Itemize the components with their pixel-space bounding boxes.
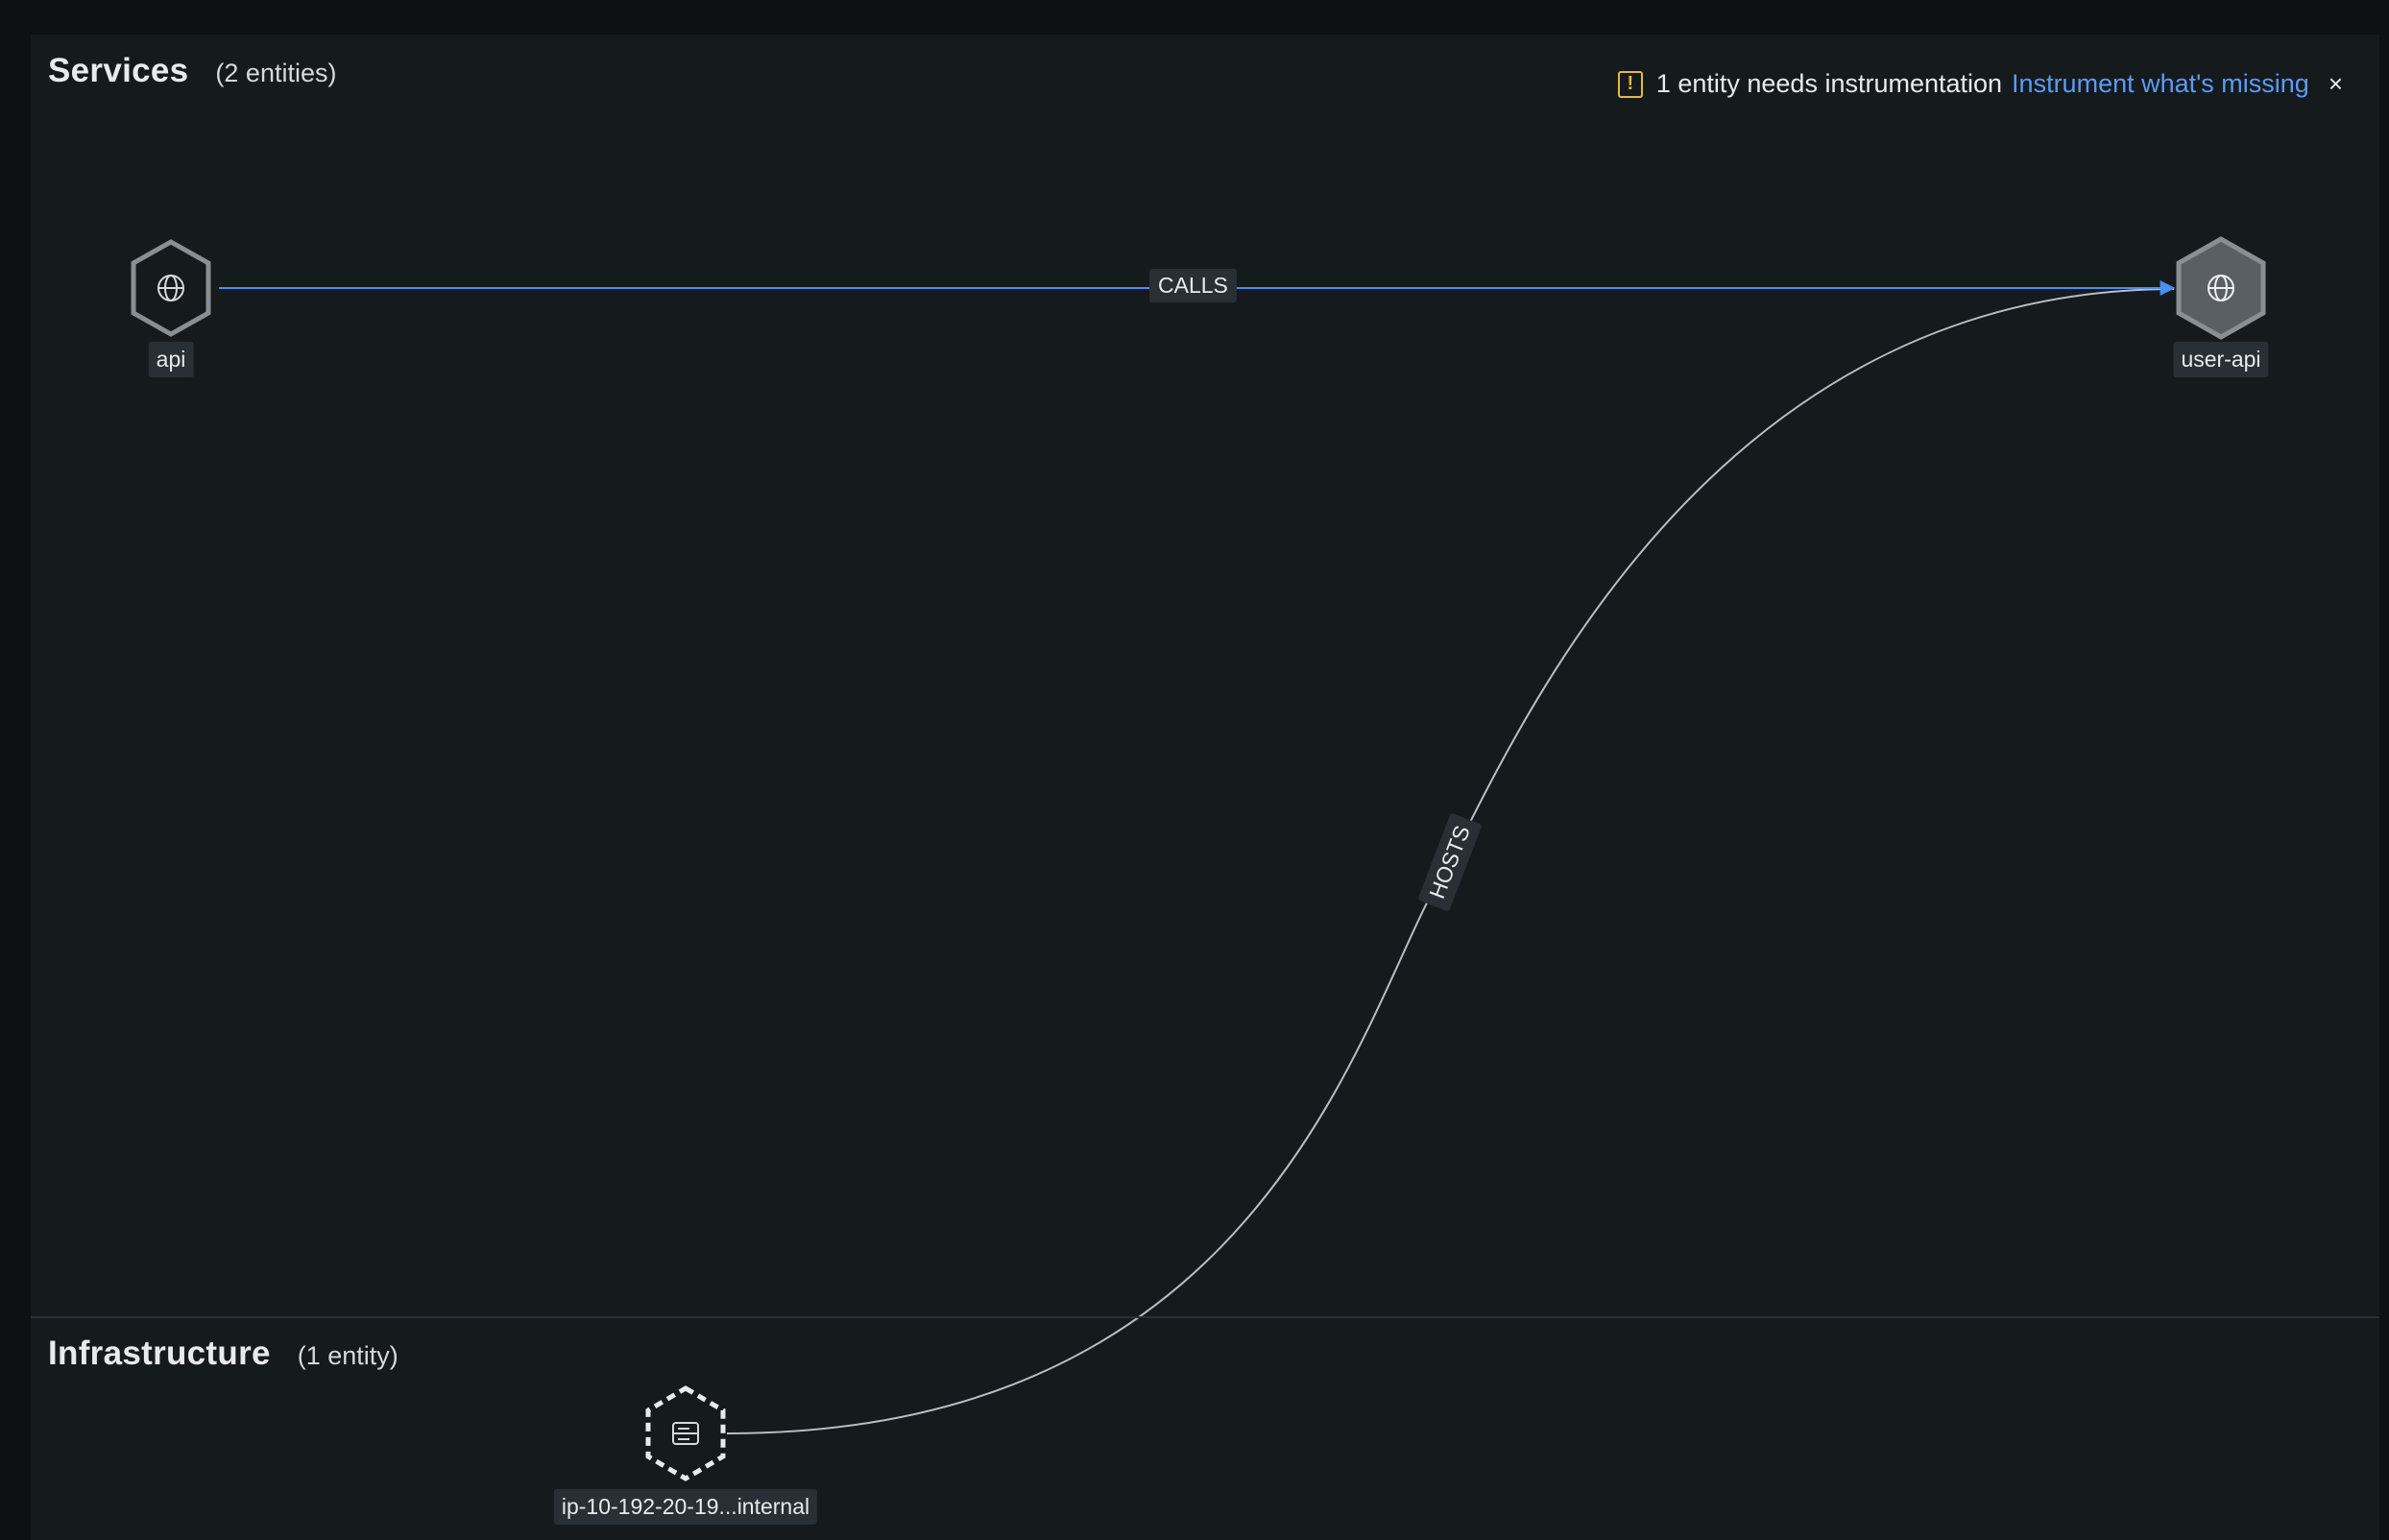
node-user-api[interactable] — [2176, 236, 2266, 340]
banner-text: 1 entity needs instrumentation — [1655, 69, 2003, 98]
node-label-api[interactable]: api — [148, 342, 194, 377]
services-title: Services — [48, 52, 189, 89]
warning-icon: ! — [1617, 70, 1643, 98]
node-api[interactable] — [131, 239, 211, 337]
calls-edge-label[interactable]: CALLS — [1149, 269, 1237, 302]
infrastructure-title: Infrastructure — [48, 1335, 271, 1372]
node-label-host[interactable]: ip-10-192-20-19...internal — [553, 1489, 818, 1525]
server-icon — [672, 1422, 699, 1445]
instrument-missing-link[interactable]: Instrument what's missing — [2012, 69, 2309, 98]
infrastructure-count: (1 entity) — [297, 1341, 398, 1370]
services-count: (2 entities) — [215, 59, 337, 87]
section-divider — [31, 1316, 2379, 1318]
infrastructure-section-header: Infrastructure (1 entity) — [48, 1335, 398, 1373]
services-section-header: Services (2 entities) — [48, 52, 336, 90]
graph-layer — [131, 236, 2266, 1481]
close-banner-button[interactable]: × — [2328, 69, 2343, 98]
globe-icon — [157, 275, 184, 301]
instrumentation-banner: ! 1 entity needs instrumentation Instrum… — [1617, 69, 2343, 99]
entity-map-canvas[interactable]: Services (2 entities) Infrastructure (1 … — [31, 35, 2379, 1540]
globe-icon — [2208, 275, 2234, 301]
node-label-user-api[interactable]: user-api — [2173, 342, 2269, 377]
node-host[interactable] — [645, 1385, 726, 1481]
